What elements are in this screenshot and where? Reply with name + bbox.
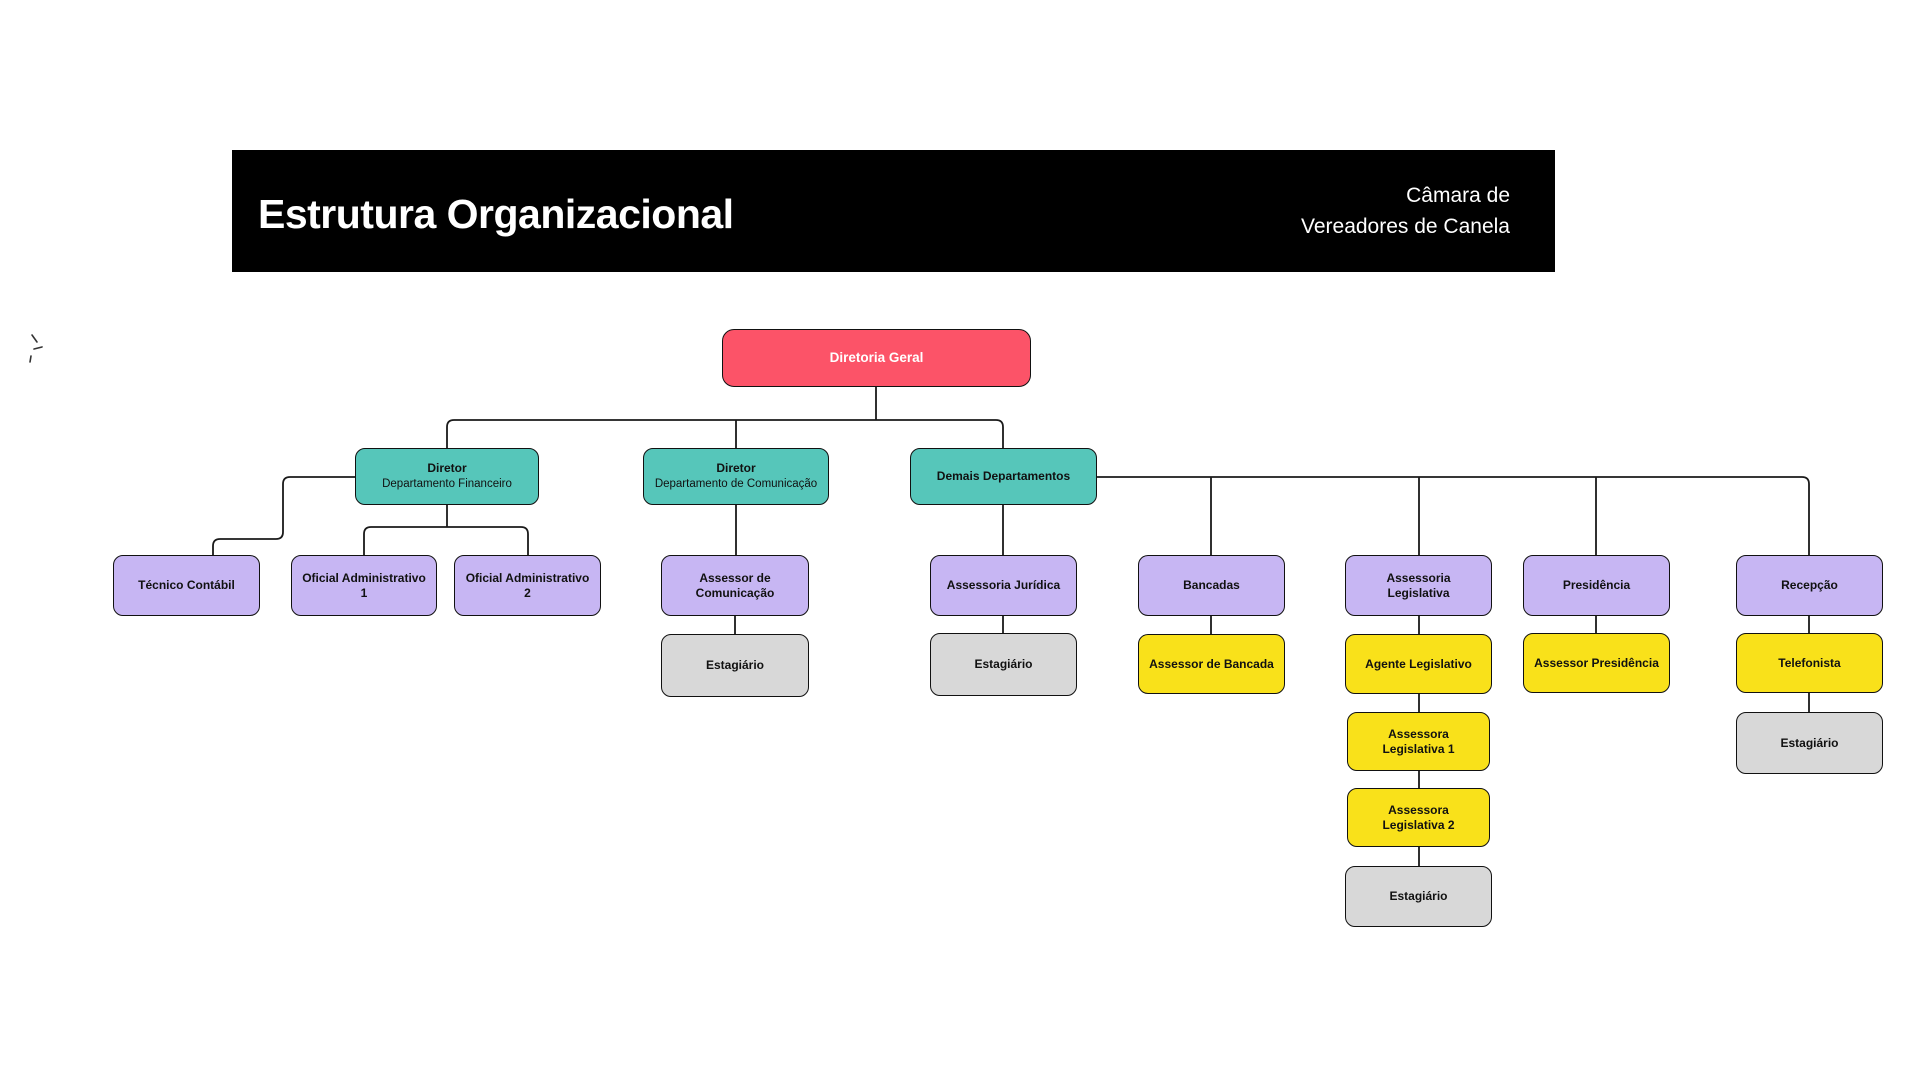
org-node-assessoria-legislativa: Assessoria Legislativa	[1345, 555, 1492, 616]
org-node-diretoria-geral: Diretoria Geral	[722, 329, 1031, 387]
org-node-demais-departamentos: Demais Departamentos	[910, 448, 1097, 505]
org-node-estagiario-legislativa: Estagiário	[1345, 866, 1492, 927]
org-node-label: Assessoria Legislativa	[1386, 570, 1451, 600]
org-node-recepcao: Recepção	[1736, 555, 1883, 616]
org-node-estagiario-juridica: Estagiário	[930, 633, 1077, 696]
org-node-agente-legislativo: Agente Legislativo	[1345, 634, 1492, 694]
org-node-assessor-de-comunicacao: Assessor de Comunicação	[661, 555, 809, 616]
header-bar: Estrutura Organizacional Câmara de Verea…	[232, 150, 1555, 272]
org-node-estagiario-comunicacao: Estagiário	[661, 634, 809, 697]
org-node-label: Recepção	[1781, 578, 1838, 592]
org-node-label: Bancadas	[1183, 578, 1240, 592]
org-node-label: Diretor	[427, 461, 467, 476]
org-node-label: Telefonista	[1778, 655, 1841, 670]
org-node-assessor-de-bancada: Assessor de Bancada	[1138, 634, 1285, 694]
organization-name-line1: Câmara de	[1406, 183, 1510, 207]
org-node-label: Assessor de Bancada	[1149, 656, 1274, 671]
org-node-label: Assessor de Comunicação	[695, 570, 775, 600]
org-node-sublabel: Departamento de Comunicação	[654, 478, 818, 491]
org-node-label: Oficial Administrativo 1	[302, 570, 426, 600]
org-node-telefonista: Telefonista	[1736, 633, 1883, 693]
org-node-assessor-presidencia: Assessor Presidência	[1523, 633, 1670, 693]
connector-line	[212, 476, 355, 555]
org-node-label: Assessor Presidência	[1534, 655, 1659, 670]
org-node-label: Técnico Contábil	[138, 578, 235, 592]
org-node-oficial-administrativo-2: Oficial Administrativo 2	[454, 555, 601, 616]
org-node-tecnico-contabil: Técnico Contábil	[113, 555, 260, 616]
org-node-presidencia: Presidência	[1523, 555, 1670, 616]
page-title: Estrutura Organizacional	[258, 190, 734, 237]
org-node-estagiario-recepcao: Estagiário	[1736, 712, 1883, 774]
org-node-label: Oficial Administrativo 2	[465, 570, 590, 600]
org-node-label: Agente Legislativo	[1365, 656, 1472, 671]
org-node-label: Diretor	[716, 461, 756, 476]
org-node-label: Assessora Legislativa 1	[1382, 726, 1455, 756]
org-node-assessora-legislativa-1: Assessora Legislativa 1	[1347, 712, 1490, 771]
org-node-label: Estagiário	[1389, 889, 1448, 903]
org-node-assessoria-juridica: Assessoria Jurídica	[930, 555, 1077, 616]
org-node-assessora-legislativa-2: Assessora Legislativa 2	[1347, 788, 1490, 847]
connector-line	[1097, 476, 1810, 555]
org-node-label: Estagiário	[974, 657, 1033, 671]
org-node-label: Demais Departamentos	[936, 469, 1071, 483]
org-node-label: Assessoria Jurídica	[946, 578, 1061, 592]
org-node-bancadas: Bancadas	[1138, 555, 1285, 616]
org-node-label: Assessora Legislativa 2	[1382, 802, 1455, 832]
org-node-oficial-administrativo-1: Oficial Administrativo 1	[291, 555, 437, 616]
org-node-label: Estagiário	[705, 658, 765, 672]
connector-line	[446, 419, 1004, 448]
org-node-sublabel: Departamento Financeiro	[382, 478, 512, 491]
org-node-label: Presidência	[1562, 578, 1631, 592]
organization-name-line2: Vereadores de Canela	[1301, 215, 1510, 238]
connector-line	[363, 526, 529, 555]
organization-name: Câmara de Vereadores de Canela	[1301, 180, 1510, 243]
org-node-label: Diretoria Geral	[829, 349, 924, 365]
sparkle-dash-icon	[29, 334, 43, 363]
org-node-label: Estagiário	[1780, 735, 1839, 750]
